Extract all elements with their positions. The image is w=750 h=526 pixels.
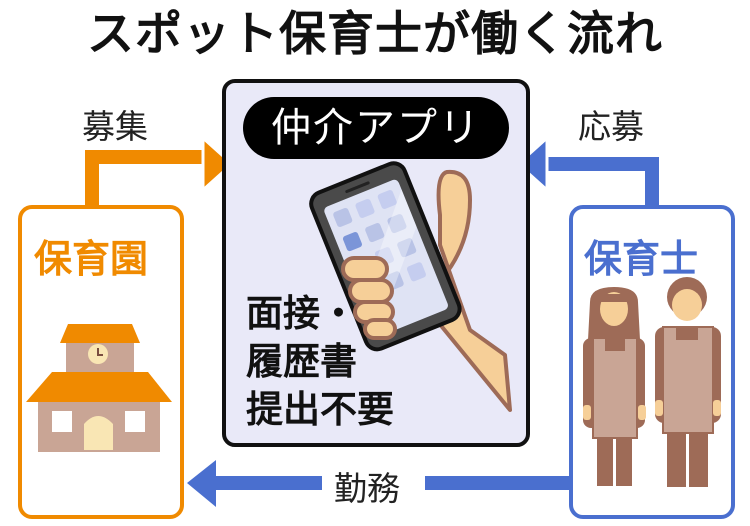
nursery-title: 保育園 [34,237,149,281]
apply-label: 応募 [578,107,644,146]
female-teacher-figure [583,287,646,486]
work-arrow [187,460,571,507]
recruit-label: 募集 [82,107,148,146]
app-label-badge: 仲介アプリ [243,97,509,159]
male-teacher-figure [655,277,721,487]
no-interview-note: 面接・ 履歴書 提出不要 [246,292,394,431]
apply-arrow [515,134,659,210]
work-label: 勤務 [334,469,400,508]
teacher-title: 保育士 [584,237,699,281]
diagram-title: スポット保育士が働く流れ [87,7,663,62]
recruit-arrow [85,134,235,210]
